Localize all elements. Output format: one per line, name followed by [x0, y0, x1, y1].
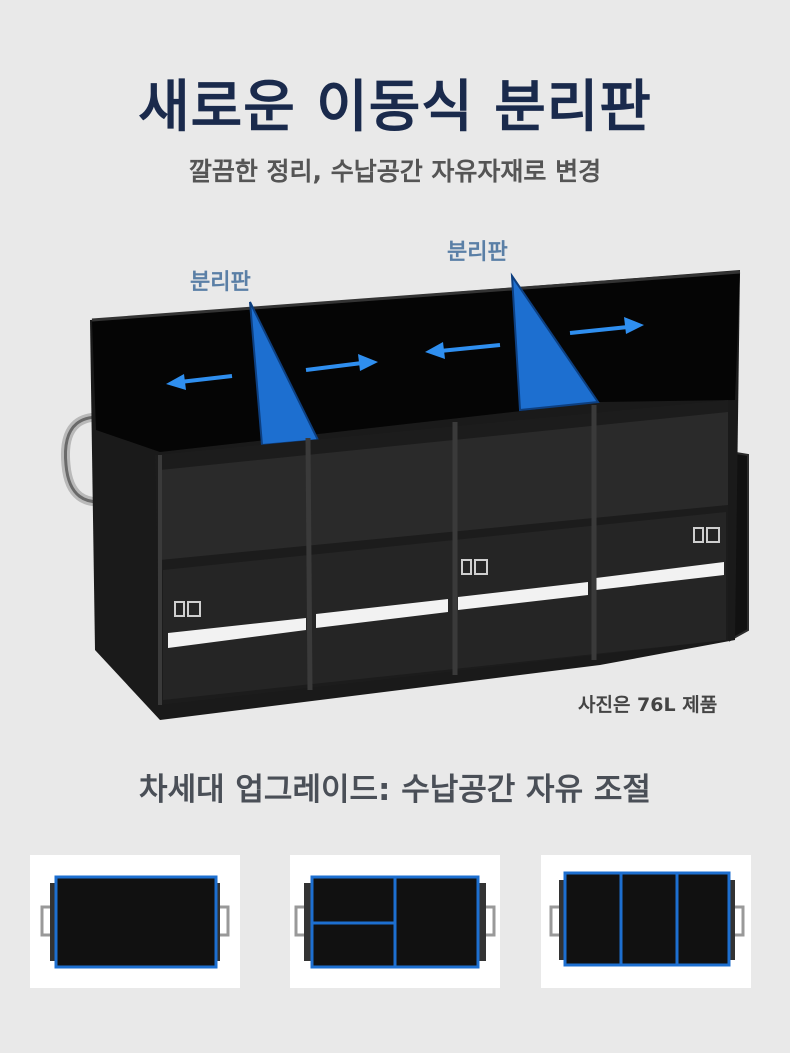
product-size-caption: 사진은 76L 제품 — [578, 694, 718, 716]
reflective-strip-2 — [316, 599, 448, 628]
reflective-strip-3 — [458, 582, 588, 610]
arrow-right-1-icon — [305, 354, 378, 372]
buckle-3-icon — [693, 527, 720, 543]
arrow-left-2-icon — [425, 342, 501, 359]
arrow-left-1-icon — [166, 374, 233, 390]
arrow-right-2-icon — [569, 317, 644, 335]
right-handle-icon — [486, 905, 496, 937]
left-handle-icon — [40, 905, 50, 937]
divider-label-left: 분리판 — [190, 270, 251, 295]
trunk-organizer-illustration — [60, 270, 749, 720]
divider-right — [510, 272, 600, 412]
section-heading: 차세대 업그레이드: 수납공간 자유 조절 — [139, 772, 651, 808]
layout-thumbnail-three-mixed — [290, 855, 500, 988]
buckle-2-icon — [461, 559, 488, 575]
reflective-strip-4 — [596, 562, 724, 590]
left-handle-icon — [549, 905, 559, 937]
layout-thumbnail-single — [30, 855, 240, 988]
left-handle-icon — [294, 905, 304, 937]
buckle-1-icon — [174, 601, 201, 617]
page-title: 새로운 이동식 분리판 — [138, 75, 652, 140]
divider-label-right: 분리판 — [447, 240, 508, 265]
page-subtitle: 깔끔한 정리, 수납공간 자유자재로 변경 — [188, 157, 602, 186]
right-handle-icon — [735, 905, 745, 937]
reflective-strip-1 — [168, 618, 306, 648]
right-handle-icon — [220, 905, 230, 937]
layout-thumbnail-three-columns — [541, 855, 751, 988]
